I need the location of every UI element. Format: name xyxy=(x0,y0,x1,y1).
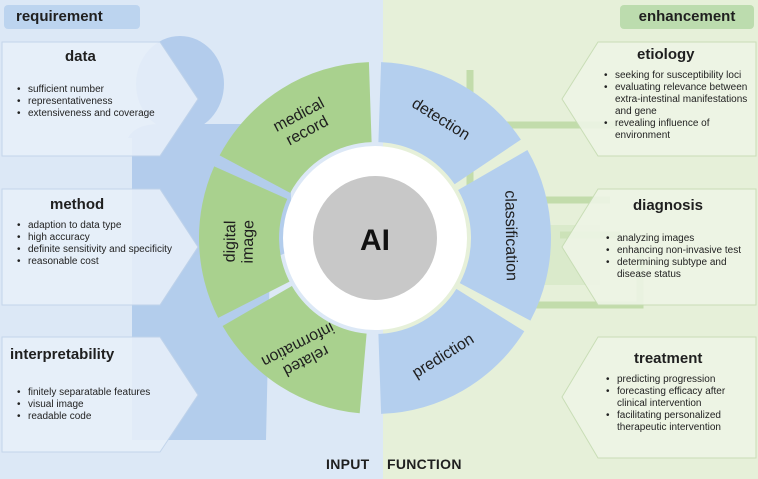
classification-label: classification xyxy=(501,190,520,281)
input-label: INPUT xyxy=(326,456,370,472)
method-card-list: adaption to data type high accuracy defi… xyxy=(16,220,188,268)
list-item: readable code xyxy=(17,411,203,423)
interpretability-card-title: interpretability xyxy=(10,346,115,363)
prediction-segment xyxy=(378,288,525,414)
list-item: forecasting efficacy after clinical inte… xyxy=(606,386,757,410)
list-item: facilitating personalized therapeutic in… xyxy=(606,410,757,434)
interpretability-card-list: finitely separatable features visual ima… xyxy=(16,387,203,423)
list-item: finitely separatable features xyxy=(17,387,203,399)
list-item: extensiveness and coverage xyxy=(17,108,203,120)
list-item: sufficient number xyxy=(17,84,203,96)
list-item: reasonable cost xyxy=(17,256,188,268)
related-information-segment xyxy=(222,286,367,414)
digital-image-label: digitalimage xyxy=(222,219,258,263)
list-item: definite sensitivity and specificity xyxy=(17,244,188,256)
data-card-title: data xyxy=(65,48,96,65)
ai-label: AI xyxy=(360,224,390,257)
enhancement-header: enhancement xyxy=(620,5,754,29)
treatment-card-list: predicting progression forecasting effic… xyxy=(605,374,757,434)
ring-segments: medicalrecorddigitalimagerelatedinformat… xyxy=(198,62,551,414)
digital-image-label-line: digital xyxy=(222,220,240,262)
etiology-card-title: etiology xyxy=(637,46,695,63)
list-item: representativeness xyxy=(17,96,203,108)
list-item: revealing influence of environment xyxy=(604,118,758,142)
diagnosis-card-list: analyzing images enhancing non-invasive … xyxy=(605,233,758,281)
requirement-header: requirement xyxy=(4,5,140,29)
method-card-title: method xyxy=(50,196,105,213)
list-item: predicting progression xyxy=(606,374,757,386)
list-item: visual image xyxy=(17,399,203,411)
diagnosis-card-title: diagnosis xyxy=(633,197,704,214)
detection-segment xyxy=(378,62,521,185)
list-item: analyzing images xyxy=(606,233,758,245)
list-item: high accuracy xyxy=(17,232,188,244)
list-item: seeking for susceptibility loci xyxy=(604,70,758,82)
list-item: adaption to data type xyxy=(17,220,188,232)
medical-record-segment xyxy=(219,62,372,193)
ai-core xyxy=(313,176,437,300)
classification-segment xyxy=(458,150,551,321)
list-item: enhancing non-invasive test xyxy=(606,245,758,257)
treatment-card-title: treatment xyxy=(634,350,703,367)
function-label: FUNCTION xyxy=(387,456,462,472)
etiology-card-list: seeking for susceptibility loci evaluati… xyxy=(603,70,758,142)
data-card-list: sufficient number representativeness ext… xyxy=(16,84,203,120)
classification-label-line: classification xyxy=(501,190,520,281)
digital-image-segment xyxy=(198,166,290,318)
list-item: evaluating relevance between extra-intes… xyxy=(604,82,758,118)
digital-image-label-line: image xyxy=(240,220,258,264)
list-item: determining subtype and disease status xyxy=(606,257,758,281)
